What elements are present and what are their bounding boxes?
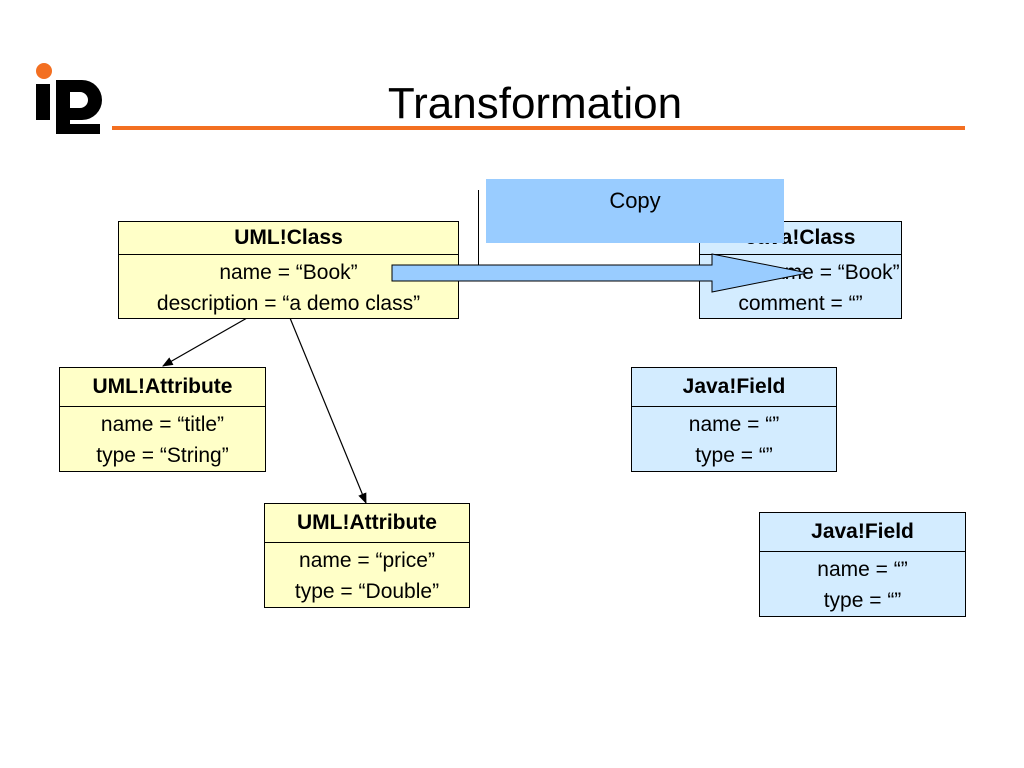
java-field-name: name = “” (688, 413, 780, 436)
title-rule (112, 126, 965, 130)
uml-attribute-name: name = “title” (100, 413, 225, 436)
uml-attribute-box: UML!Attribute name = “title” type = “Str… (59, 367, 266, 472)
uml-attribute-name: name = “price” (299, 549, 435, 572)
uml-class-description: description = “a demo class” (156, 292, 421, 315)
uml-attribute-body: name = “price” type = “Double” (265, 543, 469, 607)
class-to-attribute-title-connector (162, 317, 248, 367)
java-field-header: Java!Field (760, 513, 965, 552)
uml-attribute-header: UML!Attribute (265, 504, 469, 543)
uml-class-box: UML!Class name = “Book” description = “a… (118, 221, 459, 319)
java-field-name: name = “” (817, 558, 908, 581)
uml-attribute-type: type = “String” (96, 444, 229, 467)
copy-callout: Copy (486, 179, 784, 243)
java-field-type: type = “” (823, 589, 902, 612)
uml-attribute-header: UML!Attribute (60, 368, 265, 407)
ipd-logo-icon (36, 63, 102, 134)
uml-attribute-box: UML!Attribute name = “price” type = “Dou… (264, 503, 470, 608)
uml-class-header: UML!Class (119, 222, 458, 255)
java-field-body: name = “” type = “” (632, 407, 836, 471)
uml-class-body: name = “Book” description = “a demo clas… (119, 255, 458, 319)
java-field-type: type = “” (695, 444, 773, 467)
java-field-header: Java!Field (632, 368, 836, 407)
class-to-attribute-price-connector (289, 317, 367, 504)
callout-pointer-line (478, 190, 479, 270)
java-class-body: name = “Book” comment = “” (700, 255, 901, 319)
uml-class-name: name = “Book” (219, 261, 358, 284)
java-field-body: name = “” type = “” (760, 552, 965, 616)
java-class-name: name = “Book” (761, 261, 900, 284)
uml-attribute-type: type = “Double” (294, 580, 440, 603)
java-field-box: Java!Field name = “” type = “” (759, 512, 966, 617)
java-class-comment: comment = “” (738, 292, 863, 315)
slide-title: Transformation (387, 79, 683, 128)
uml-attribute-body: name = “title” type = “String” (60, 407, 265, 471)
java-field-box: Java!Field name = “” type = “” (631, 367, 837, 472)
